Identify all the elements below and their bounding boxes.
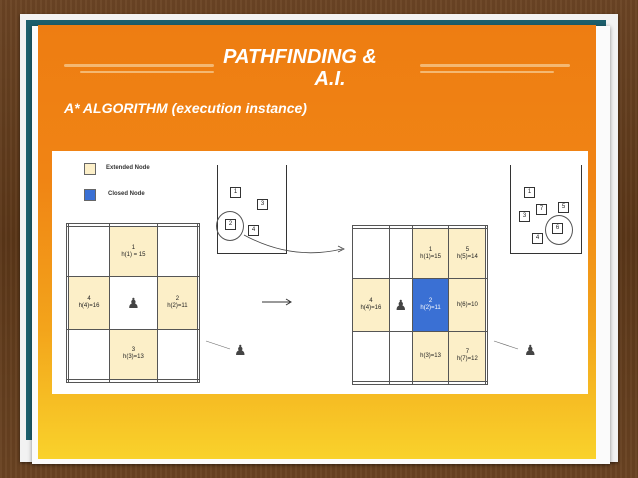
slide-title: PATHFINDING & A.I. [150, 46, 450, 90]
transition-curve-arrow [243, 234, 345, 254]
goal-robot-icon: ♟ [524, 342, 537, 358]
title-decoration-left [64, 64, 214, 67]
right-node-6: h(6)=10 [448, 278, 487, 332]
right-start-cell: ♟ [388, 278, 413, 332]
title-decoration-right [420, 64, 570, 67]
right-bucket-node: 5 [558, 202, 569, 213]
title-line-1: PATHFINDING & [223, 46, 377, 68]
robot-icon: ♟ [127, 294, 140, 311]
left-goal-pointer-line [205, 340, 231, 350]
right-bucket-node: 1 [524, 187, 535, 198]
closed-legend-swatch [84, 189, 96, 201]
diagram-panel: Extended Node Closed Node 1 3 2 4 1 7 5 … [52, 151, 588, 394]
slide-subtitle: A* ALGORITHM (execution instance) [64, 100, 307, 116]
left-bucket-node: 1 [230, 187, 241, 198]
title-decoration-left-2 [80, 71, 214, 73]
left-node-bucket [217, 165, 287, 254]
extended-legend-swatch [84, 163, 96, 175]
robot-icon: ♟ [394, 296, 408, 313]
left-bucket-node: 4 [248, 225, 259, 236]
extended-legend-label: Extended Node [106, 165, 150, 171]
left-bucket-node: 3 [257, 199, 268, 210]
right-bucket-node: 7 [536, 204, 547, 215]
right-bucket-node: 4 [532, 233, 543, 244]
right-bucket-node: 3 [519, 211, 530, 222]
title-line-2: A.I. [314, 68, 346, 90]
left-bucket-highlight [216, 211, 244, 241]
closed-legend-label: Closed Node [108, 191, 145, 197]
goal-robot-icon: ♟ [234, 342, 247, 358]
left-start-cell: ♟ [109, 276, 158, 330]
title-decoration-right-2 [420, 71, 554, 73]
right-goal-pointer-line [493, 340, 519, 350]
right-bucket-highlight [545, 215, 573, 245]
right-node-3: h(3)=13 [411, 331, 450, 382]
step-arrow [262, 298, 292, 306]
right-node-bucket [510, 165, 582, 254]
